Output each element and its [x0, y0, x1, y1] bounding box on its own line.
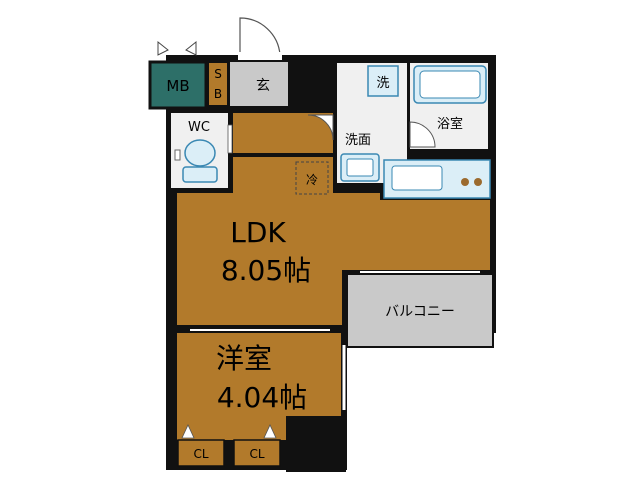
closet-left-label: CL	[193, 447, 208, 461]
ldk-size: 8.05帖	[221, 254, 311, 287]
pillar	[286, 416, 346, 472]
toilet-paper	[174, 149, 181, 161]
toilet-bowl	[184, 139, 216, 167]
fridge-label: 冷	[306, 173, 318, 187]
outline-cut-bottom-right	[347, 333, 507, 480]
closet-right-door	[263, 424, 277, 439]
laundry-label: 洗	[376, 76, 389, 91]
western-room-size: 4.04帖	[217, 381, 307, 414]
bathtub-inner	[419, 70, 481, 99]
balcony-label: バルコニー	[385, 304, 455, 320]
sb-label-top: S	[214, 67, 222, 81]
entrance-door-gap	[238, 52, 282, 60]
fridge-space	[295, 161, 329, 195]
washroom-label: 洗面	[345, 133, 371, 148]
corridor-floor	[233, 113, 333, 153]
corridor-door-washroom	[307, 114, 334, 141]
laundry-box	[367, 65, 399, 97]
sb-box	[207, 61, 229, 107]
bath-label: 浴室	[437, 116, 463, 132]
wc-label: WC	[188, 120, 210, 135]
entrance-label: 玄	[256, 77, 270, 94]
western-room-name: 洋室	[216, 342, 272, 375]
sink-basin	[346, 158, 374, 177]
outline-cut-left	[146, 113, 166, 477]
stove-burner-right	[474, 178, 482, 186]
entrance-door-swing	[239, 17, 281, 56]
mb-label: MB	[166, 77, 189, 95]
window-swing-left	[157, 40, 169, 56]
closet-right-box	[233, 439, 281, 467]
closet-left-door	[181, 424, 195, 439]
toilet-tank	[182, 166, 218, 183]
bath-door-swing	[409, 121, 436, 148]
closet-left-box	[177, 439, 225, 467]
mb-box	[148, 60, 208, 110]
ldk-name: LDK	[230, 216, 286, 249]
outline-cut-bottom	[146, 470, 356, 480]
balcony-floor	[346, 273, 494, 348]
window-swing-right	[185, 40, 197, 56]
closet-right-label: CL	[249, 447, 264, 461]
wc-door-mark	[227, 124, 233, 154]
stove-burner-left	[461, 178, 469, 186]
sb-label-bottom: B	[214, 87, 222, 101]
entrance-floor	[230, 62, 288, 106]
kitchen-sink	[391, 165, 443, 191]
ldk-floor	[177, 193, 490, 325]
ldk-upper-floor	[233, 157, 333, 197]
